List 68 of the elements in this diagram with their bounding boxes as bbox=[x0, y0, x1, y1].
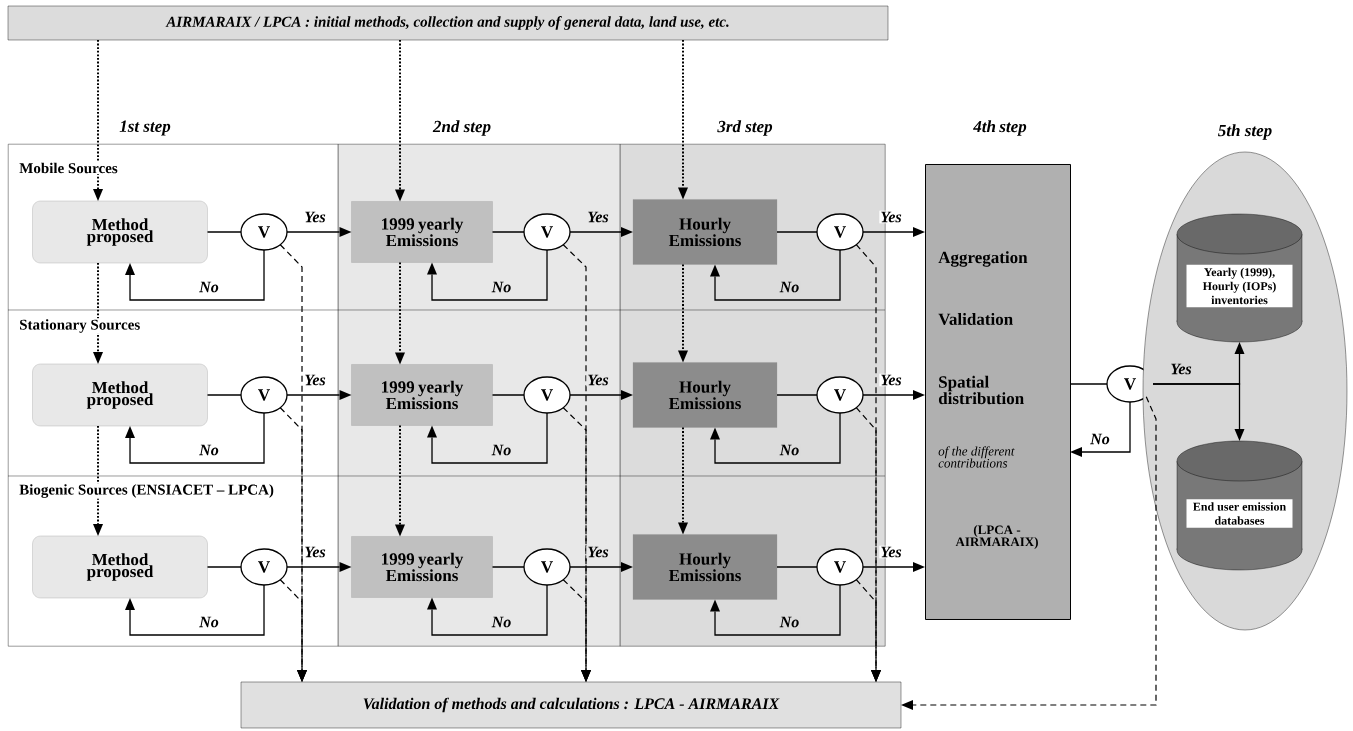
arrow bbox=[710, 249, 841, 301]
arrow bbox=[710, 412, 841, 464]
connector-line bbox=[776, 394, 818, 396]
process-box: Hourly Emissions bbox=[632, 362, 778, 428]
row-title: Biogenic Sources (ENSIACET – LPCA) bbox=[18, 483, 275, 499]
arrow bbox=[710, 584, 841, 636]
arrow bbox=[427, 412, 548, 464]
process-box: Method proposed bbox=[32, 363, 208, 427]
arrow bbox=[901, 396, 1157, 710]
arrow bbox=[1152, 383, 1245, 441]
node-label: 2nd step bbox=[432, 120, 491, 136]
banner-box: AIRMARAIX / LPCA : initial methods, collection and supply of general data, land use, etc. bbox=[7, 5, 889, 41]
row-title: Stationary Sources bbox=[18, 318, 142, 334]
arrow bbox=[395, 424, 405, 537]
process-box: 4th step Aggregation Validation Spatial distribution of the different contributions (LPCA - AIRMARAIX) bbox=[925, 120, 1071, 620]
connector-line bbox=[206, 566, 242, 568]
arrow bbox=[286, 562, 352, 572]
arrow bbox=[93, 262, 103, 364]
arrow bbox=[125, 412, 265, 464]
edge-label: Yes bbox=[879, 373, 903, 387]
arrow bbox=[125, 584, 265, 636]
arrow bbox=[395, 39, 405, 202]
arrow bbox=[862, 562, 925, 572]
arrow bbox=[395, 261, 405, 365]
process-box: Hourly Emissions bbox=[632, 534, 778, 600]
database-cylinder: End user emission databases bbox=[1176, 440, 1303, 571]
process-box: Hourly Emissions bbox=[632, 199, 778, 265]
arrow bbox=[855, 579, 881, 682]
arrow bbox=[562, 579, 591, 682]
arrow bbox=[93, 425, 103, 536]
node-label: 5th step bbox=[1218, 124, 1272, 140]
arrow bbox=[569, 562, 633, 572]
arrow bbox=[569, 390, 633, 400]
node-label: 1st step bbox=[119, 120, 171, 136]
arrow bbox=[678, 263, 688, 363]
arrow bbox=[286, 390, 352, 400]
arrow bbox=[1070, 401, 1131, 457]
arrow bbox=[279, 579, 307, 682]
connector-line bbox=[491, 231, 525, 233]
process-box: Method proposed bbox=[32, 200, 208, 264]
edge-label: Yes bbox=[879, 210, 903, 224]
connector-line bbox=[491, 394, 525, 396]
arrow bbox=[569, 227, 633, 237]
banner-box: Validation of methods and calculations : LPCA - AIRMARAIX bbox=[240, 681, 902, 729]
arrow bbox=[862, 227, 925, 237]
connector-line bbox=[206, 231, 242, 233]
connector-line bbox=[206, 394, 242, 396]
node-label: 4th step bbox=[973, 120, 1027, 136]
arrow bbox=[125, 249, 265, 301]
process-box: 1999 yearly Emissions bbox=[351, 364, 493, 426]
connector-line bbox=[776, 566, 818, 568]
connector-line bbox=[776, 231, 818, 233]
arrow bbox=[678, 39, 688, 200]
arrow bbox=[427, 584, 548, 636]
connector-line bbox=[491, 566, 525, 568]
edge-label: No bbox=[1089, 432, 1111, 446]
process-box: 1999 yearly Emissions bbox=[351, 536, 493, 598]
arrow bbox=[286, 227, 352, 237]
database-cylinder: Yearly (1999), Hourly (IOPs) inventories bbox=[1176, 213, 1303, 343]
arrow bbox=[93, 39, 103, 201]
arrow bbox=[678, 426, 688, 535]
node-label: 3rd step bbox=[717, 120, 773, 136]
process-box: Method proposed bbox=[32, 535, 208, 599]
arrow bbox=[427, 249, 548, 301]
connector-line bbox=[1069, 383, 1108, 385]
process-box: 1999 yearly Emissions bbox=[351, 201, 493, 263]
arrow bbox=[862, 390, 925, 400]
edge-label: Yes bbox=[879, 545, 903, 559]
